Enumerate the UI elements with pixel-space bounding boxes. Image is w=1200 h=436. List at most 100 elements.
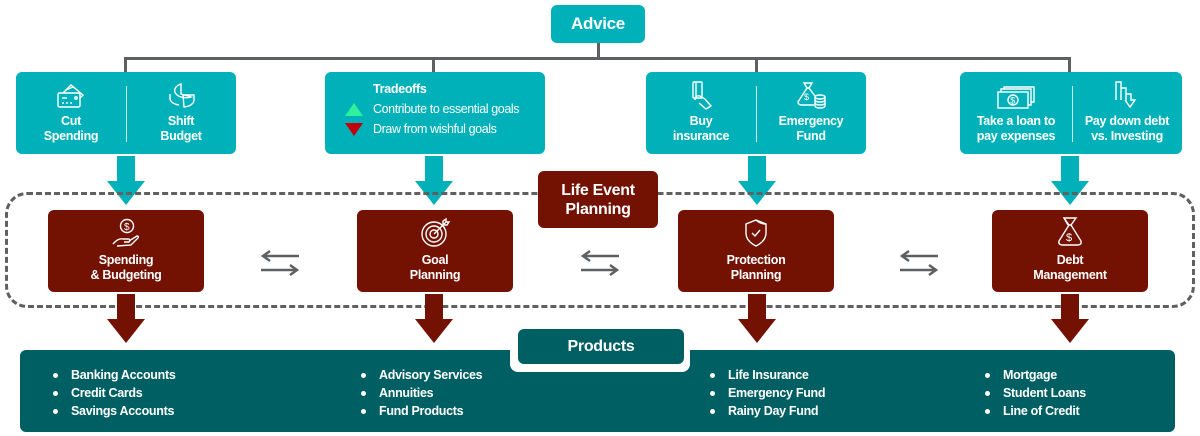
label-line: insurance — [672, 129, 730, 143]
planning-label: Goal Planning — [410, 253, 461, 283]
arrow-shaft — [748, 294, 766, 320]
tradeoff-text: Draw from wishful goals — [373, 122, 497, 136]
card-divider — [1072, 86, 1073, 142]
shield-check-icon — [745, 219, 767, 247]
product-item: Credit Cards — [53, 384, 175, 402]
arrow-shaft — [117, 294, 135, 320]
advice-item-take-loan: $ Take a loan to pay expenses — [960, 72, 1072, 154]
card-divider — [126, 86, 127, 142]
advice-item-label: Take a loan to pay expenses — [976, 114, 1056, 144]
advice-item-buy-insurance: Buy insurance — [646, 72, 756, 154]
label-line: Management — [1033, 268, 1107, 282]
label-line: Protection — [726, 253, 786, 267]
tradeoff-row-draw: Draw from wishful goals — [345, 122, 545, 136]
label-line: Fund — [796, 129, 826, 143]
cash-bills-icon: $ — [997, 86, 1035, 109]
planning-label: Protection Planning — [727, 253, 786, 283]
label-line: Spending — [98, 253, 154, 267]
advice-card-tradeoffs: Tradeoffs Contribute to essential goals … — [325, 72, 545, 154]
advice-item-label: Pay down debt vs. Investing — [1085, 114, 1170, 144]
arrow-head — [1051, 319, 1089, 343]
planning-debt: $ Debt Management — [992, 210, 1148, 292]
label-line: Take a loan to — [976, 114, 1056, 128]
hand-card-icon — [692, 81, 713, 110]
tradeoff-text: Contribute to essential goals — [373, 102, 520, 116]
products-list-spending: Banking Accounts Credit Cards Savings Ac… — [53, 366, 176, 420]
advice-card-debt: $ Take a loan to pay expenses Pay down d… — [960, 72, 1182, 154]
label-line: Shift — [167, 114, 195, 128]
advice-item-label: Emergency Fund — [779, 114, 844, 144]
swap-arrows-icon — [260, 250, 300, 276]
credit-cards-icon — [57, 84, 85, 108]
advice-item-label: Shift Budget — [160, 114, 202, 144]
svg-text:$: $ — [124, 222, 130, 233]
advice-item-emergency-fund: $ Emergency Fund — [756, 72, 866, 154]
products-list-protection: Life Insurance Emergency Fund Rainy Day … — [710, 366, 826, 420]
declining-bars-icon — [1115, 81, 1137, 109]
arrow-head — [415, 319, 453, 343]
planning-label: Debt Management — [1033, 253, 1107, 283]
advice-card-protection: Buy insurance $ Emergency Fund — [646, 72, 866, 154]
swap-arrows-icon — [580, 250, 620, 276]
arrow-shaft — [1061, 156, 1079, 182]
advice-item-cut-spending: Cut Spending — [16, 72, 126, 154]
arrow-shaft — [425, 156, 443, 182]
product-item: Advisory Services — [361, 366, 483, 384]
planning-spending-budgeting: $ Spending & Budgeting — [48, 210, 204, 292]
label-line: pay expenses — [976, 129, 1056, 143]
triangle-down-icon — [345, 122, 363, 136]
arrow-head — [107, 319, 145, 343]
arrow-shaft — [748, 156, 766, 182]
label-line: Planning — [565, 200, 631, 218]
product-item: Line of Credit — [985, 402, 1086, 420]
arrow-shaft — [1061, 294, 1079, 320]
card-divider — [756, 86, 757, 142]
product-item: Emergency Fund — [710, 384, 826, 402]
connector-drop-1 — [124, 57, 127, 72]
connector-drop-4 — [1068, 57, 1071, 72]
planning-label: Spending & Budgeting — [91, 253, 162, 283]
products-list-debt: Mortgage Student Loans Line of Credit — [985, 366, 1086, 420]
triangle-up-icon — [345, 102, 363, 116]
product-item: Savings Accounts — [53, 402, 175, 420]
money-bag-icon: $ — [1058, 217, 1082, 246]
connector-drop-3 — [755, 57, 758, 72]
arrow-shaft — [117, 156, 135, 182]
product-item: Annuities — [361, 384, 482, 402]
target-icon — [421, 218, 451, 247]
advice-connector-vertical — [597, 43, 600, 59]
pie-chart-icon — [169, 83, 195, 108]
label-line: Cut — [61, 114, 81, 128]
advice-item-label: Cut Spending — [44, 114, 99, 144]
planning-goal: Goal Planning — [357, 210, 513, 292]
money-bag-coins-icon: $ — [797, 82, 826, 109]
svg-text:$: $ — [804, 92, 809, 102]
product-item: Rainy Day Fund — [710, 402, 825, 420]
planning-protection: Protection Planning — [678, 210, 834, 292]
label-line: & Budgeting — [90, 268, 162, 282]
life-event-label: Life Event Planning — [538, 171, 658, 228]
product-item: Mortgage — [985, 366, 1086, 384]
product-item: Banking Accounts — [53, 366, 176, 384]
hand-coin-icon: $ — [112, 218, 140, 247]
arrow-shaft — [425, 294, 443, 320]
arrow-head — [738, 319, 776, 343]
label-line: vs. Investing — [1091, 129, 1163, 143]
advice-card-spending: Cut Spending Shift Budget — [16, 72, 236, 154]
advice-connector-horizontal — [124, 57, 1071, 60]
product-item: Life Insurance — [710, 366, 825, 384]
tradeoff-row-contribute: Contribute to essential goals — [345, 102, 545, 116]
tradeoffs-title: Tradeoffs — [373, 82, 427, 96]
svg-text:$: $ — [1010, 96, 1015, 106]
swap-arrows-icon — [899, 250, 939, 276]
svg-text:$: $ — [1066, 232, 1072, 244]
label-line: Buy — [689, 114, 713, 128]
label-line: Planning — [730, 268, 782, 282]
label-line: Spending — [43, 129, 99, 143]
advice-node: Advice — [551, 5, 645, 43]
advice-item-label: Buy insurance — [672, 114, 730, 144]
label-line: Debt — [1056, 253, 1084, 267]
advice-item-shift-budget: Shift Budget — [126, 72, 236, 154]
label-line: Emergency — [778, 114, 844, 128]
products-list-goal: Advisory Services Annuities Fund Product… — [361, 366, 483, 420]
